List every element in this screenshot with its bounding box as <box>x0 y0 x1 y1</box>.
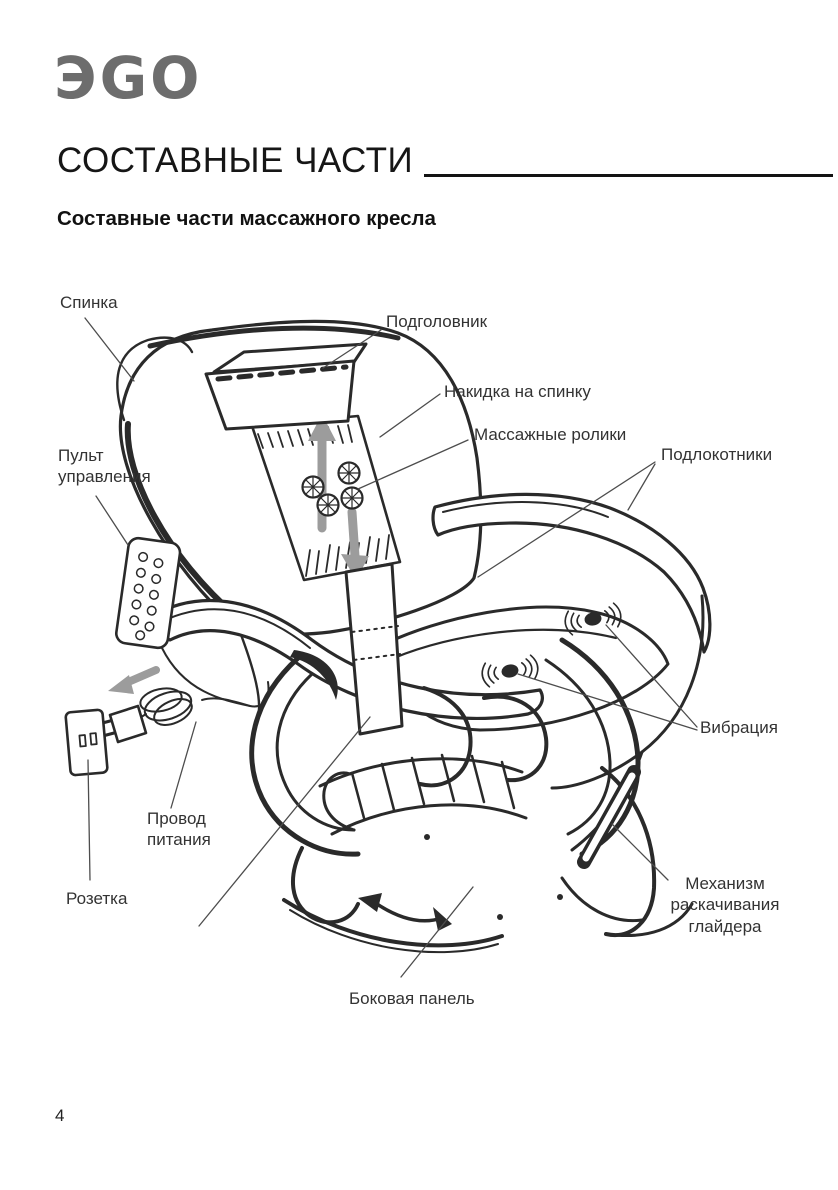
leader-lines <box>84 317 698 978</box>
brand-logo: ЭGO <box>54 44 203 112</box>
massage-rollers <box>301 461 364 517</box>
label-remote-control: Пульт управления <box>58 446 151 487</box>
label-socket: Розетка <box>66 889 128 908</box>
wall-socket <box>64 708 109 777</box>
leader-side-panel <box>400 886 474 978</box>
leader-back-cover <box>379 393 441 438</box>
leader-side-panel-left <box>198 716 371 927</box>
glider-mechanism-bar <box>577 765 641 869</box>
chair-armrest-left <box>150 599 544 720</box>
label-glider-mechanism: Механизм раскачивания глайдера <box>670 874 780 936</box>
plug-direction-arrow <box>108 666 160 694</box>
label-side-panel: Боковая панель <box>349 989 475 1008</box>
center-strap <box>344 562 404 736</box>
leader-glider-mechanism <box>611 823 669 881</box>
leader-armrest-left <box>477 461 656 578</box>
section-title: СОСТАВНЫЕ ЧАСТИ <box>57 141 414 180</box>
chair-headrest <box>204 342 368 431</box>
power-cord-assembly <box>93 687 251 744</box>
leader-vibration-1 <box>605 624 698 728</box>
leader-backrest <box>84 317 135 382</box>
power-plug <box>108 704 148 744</box>
vibration-icon-2 <box>481 654 539 688</box>
label-backrest: Спинка <box>60 293 118 312</box>
page-subtitle: Составные части массажного кресла <box>57 207 436 230</box>
title-rule <box>424 174 833 177</box>
label-armrests: Подлокотники <box>661 445 773 464</box>
leader-headrest <box>322 329 382 369</box>
label-back-cover: Накидка на спинку <box>444 382 591 401</box>
leader-armrest-right <box>627 463 656 511</box>
leader-rollers <box>357 439 469 490</box>
vibration-icon-1 <box>564 602 622 636</box>
leader-power-cord <box>170 721 197 809</box>
leader-remote <box>95 495 129 546</box>
page-number: 4 <box>55 1106 65 1125</box>
leader-socket <box>87 759 91 881</box>
rocking-motion-arrow <box>358 893 452 931</box>
label-massage-rollers: Массажные ролики <box>474 425 627 444</box>
label-headrest: Подголовник <box>386 312 488 331</box>
leader-vibration-2 <box>517 673 698 731</box>
glider-base <box>249 637 694 954</box>
label-power-cord: Провод питания <box>147 809 211 850</box>
label-vibration: Вибрация <box>700 718 778 737</box>
